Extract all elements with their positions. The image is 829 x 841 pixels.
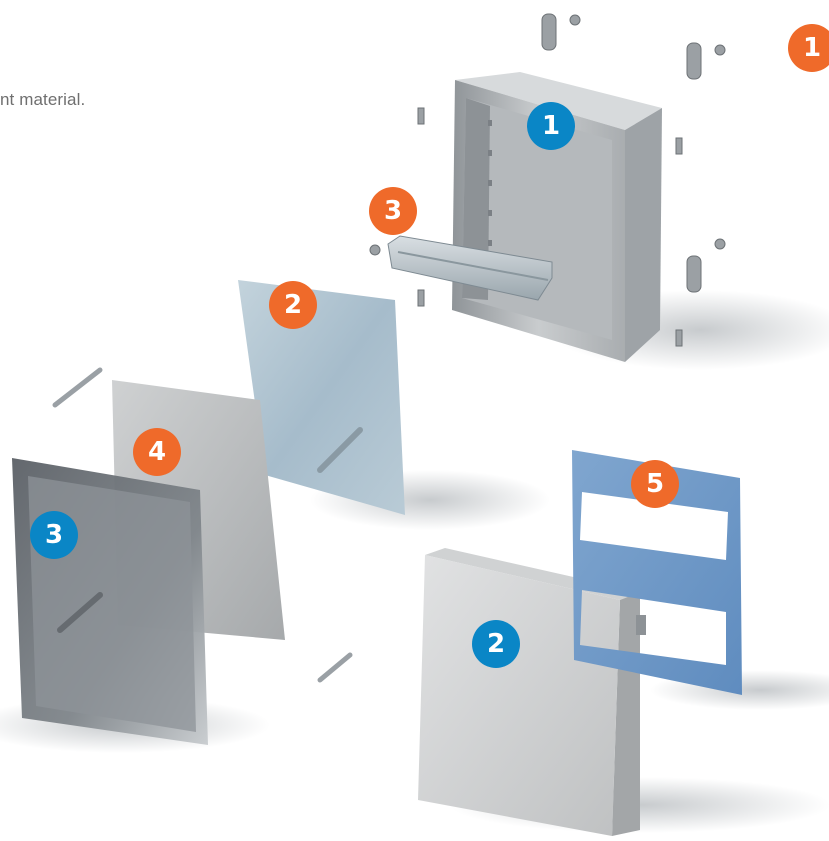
badge-din-rail[interactable]: 3	[369, 187, 417, 235]
badge-swing-panel[interactable]: 5	[631, 460, 679, 508]
badge-front-door[interactable]: 2	[472, 620, 520, 668]
badge-window-kit[interactable]: 3	[30, 511, 78, 559]
badge-enclosure-body[interactable]: 1	[527, 102, 575, 150]
window-kit	[12, 458, 208, 745]
caption-text: nt material.	[0, 90, 85, 110]
badge-galvanized-panel[interactable]: 2	[269, 281, 317, 329]
badge-corner-accessory[interactable]: 1	[788, 24, 829, 72]
badge-back-panel[interactable]: 4	[133, 428, 181, 476]
